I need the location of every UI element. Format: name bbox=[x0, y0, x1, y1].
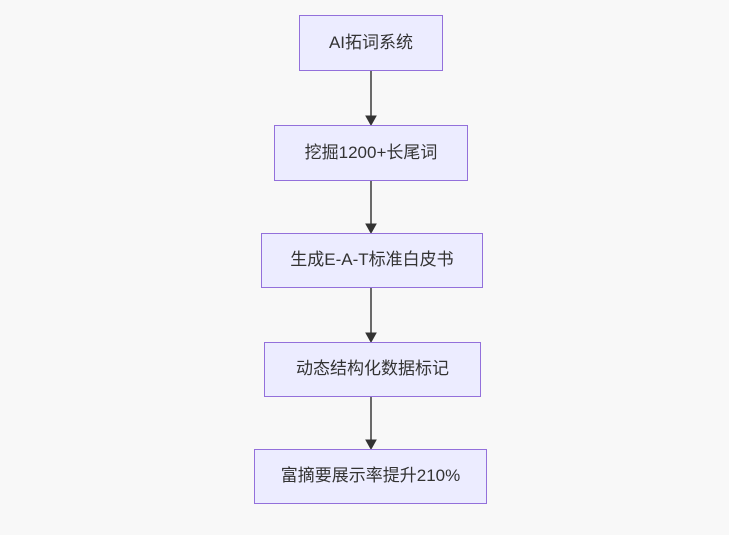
arrow-down-icon-3 bbox=[365, 288, 377, 344]
flow-node-longtail-mining: 挖掘1200+长尾词 bbox=[274, 125, 468, 181]
flow-node-eat-whitepaper: 生成E-A-T标准白皮书 bbox=[261, 233, 483, 288]
arrow-down-icon-1 bbox=[365, 71, 377, 127]
flow-node-rich-snippet-uplift: 富摘要展示率提升210% bbox=[254, 449, 487, 504]
flow-node-label: 动态结构化数据标记 bbox=[296, 359, 449, 379]
arrow-down-icon-2 bbox=[365, 181, 377, 235]
flow-node-label: 挖掘1200+长尾词 bbox=[304, 142, 438, 162]
flow-node-label: AI拓词系统 bbox=[328, 32, 414, 52]
flow-node-ai-expansion-system: AI拓词系统 bbox=[299, 15, 443, 71]
flow-node-structured-data-markup: 动态结构化数据标记 bbox=[264, 342, 481, 397]
flow-node-label: 生成E-A-T标准白皮书 bbox=[290, 250, 454, 270]
flow-node-label: 富摘要展示率提升210% bbox=[280, 466, 461, 486]
arrow-down-icon-4 bbox=[365, 397, 377, 451]
